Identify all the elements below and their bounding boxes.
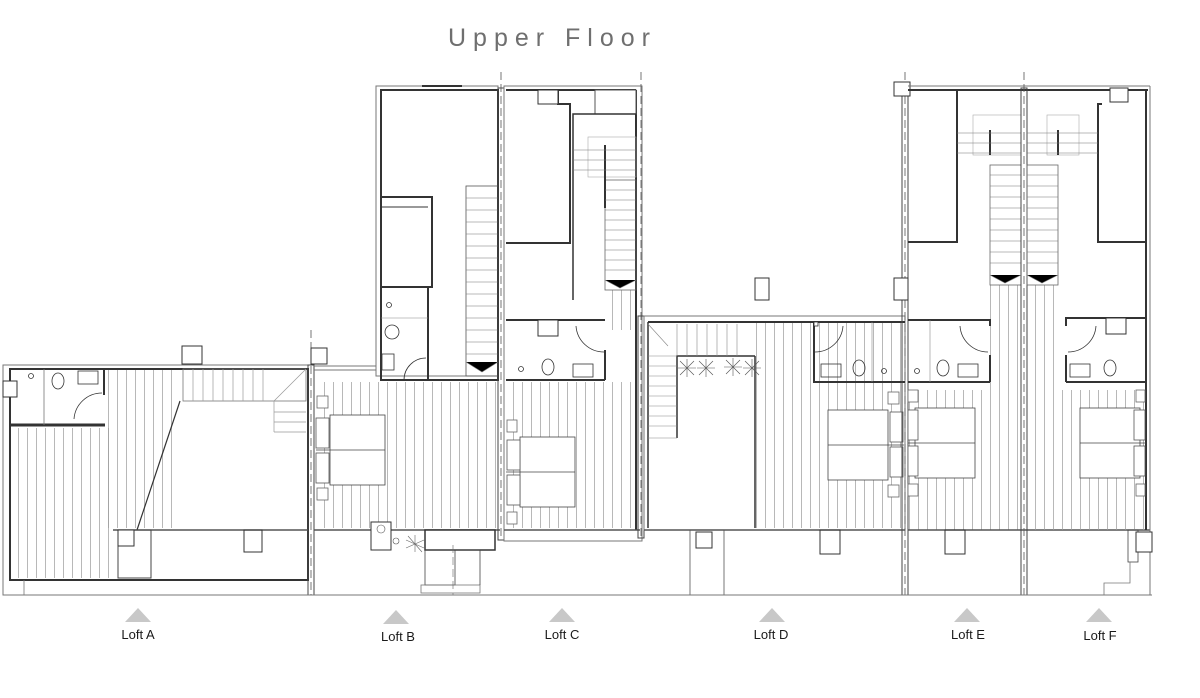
loft-label-e: Loft E bbox=[951, 627, 985, 642]
plant-icon bbox=[405, 535, 425, 553]
loft-label-f: Loft F bbox=[1083, 628, 1117, 643]
triangle-marker-icon bbox=[954, 608, 980, 622]
triangle-marker-icon bbox=[125, 608, 151, 622]
loft-f-plan bbox=[1026, 86, 1153, 595]
loft-label-c: Loft C bbox=[544, 627, 580, 642]
plan-title: Upper Floor bbox=[448, 24, 657, 52]
loft-label-d: Loft D bbox=[753, 627, 789, 642]
loft-label-b: Loft B bbox=[381, 629, 415, 644]
loft-c-plan bbox=[503, 85, 643, 542]
plant-row-icon bbox=[678, 358, 761, 377]
party-wall-ef bbox=[1020, 72, 1028, 596]
triangle-marker-icon bbox=[1086, 608, 1112, 622]
triangle-marker-icon bbox=[759, 608, 785, 622]
triangle-marker-icon bbox=[383, 610, 409, 624]
loft-a-plan bbox=[2, 345, 309, 596]
loft-e-plan bbox=[907, 85, 1150, 555]
party-wall-cd bbox=[637, 72, 645, 540]
triangle-marker-icon bbox=[549, 608, 575, 622]
loft-label-a: Loft A bbox=[121, 627, 155, 642]
loft-b-plan bbox=[314, 85, 500, 595]
loft-d-plan bbox=[643, 277, 906, 596]
